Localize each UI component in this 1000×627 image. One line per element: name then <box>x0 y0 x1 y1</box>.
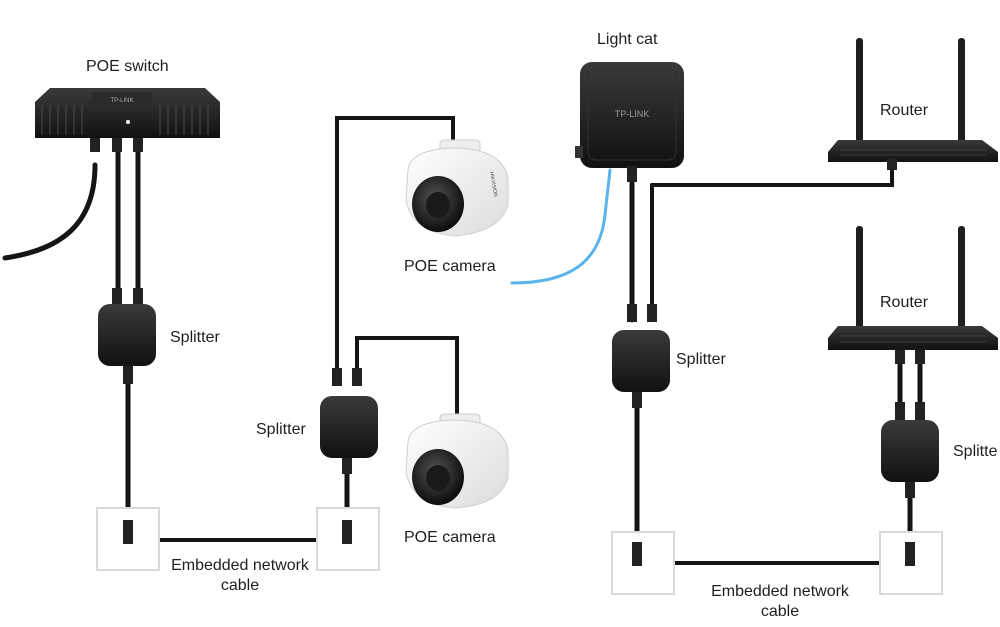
splitter-mid <box>320 368 378 474</box>
label-splitter-left: Splitter <box>170 329 220 346</box>
camera-brand-mark: HIKVISION <box>488 171 498 197</box>
wallplate-right-2 <box>879 531 943 595</box>
label-splitter-far-right: Splitte <box>953 443 998 460</box>
splitter-far-right <box>881 402 939 498</box>
splitter-left <box>98 288 156 384</box>
incoming-cable <box>2 162 98 261</box>
left-cables <box>2 116 459 542</box>
label-router-bottom: Router <box>880 294 929 311</box>
splitter-to-camera1-cable <box>335 116 455 374</box>
wallplate-left-2 <box>316 507 380 571</box>
router-bottom <box>828 226 998 364</box>
label-splitter-right: Splitter <box>676 351 726 368</box>
wallplate-left-1 <box>96 507 160 571</box>
splitter-right <box>612 304 670 408</box>
poe-switch: TP-LINK <box>35 88 220 152</box>
wallplate-right-1 <box>611 531 675 595</box>
modem-brand-mark: TP-LINK <box>615 109 650 119</box>
poe-camera-bottom <box>405 413 509 509</box>
label-embedded-cable-right: Embedded network cable <box>711 583 849 620</box>
fiber-cable <box>510 168 612 285</box>
label-embedded-cable-left: Embedded network cable <box>171 557 309 594</box>
poe-camera-top: HIKVISION <box>405 139 509 237</box>
router-top <box>828 38 998 170</box>
label-poe-camera-top: POE camera <box>404 258 496 275</box>
switch-brand-mark: TP-LINK <box>110 98 133 104</box>
light-cat-modem: TP-LINK <box>575 62 684 182</box>
label-splitter-mid: Splitter <box>256 421 306 438</box>
splitter-to-camera2-cable <box>355 336 459 422</box>
label-poe-switch: POE switch <box>86 58 169 75</box>
splitter-to-router-top-cable <box>650 163 894 187</box>
label-router-top: Router <box>880 102 929 119</box>
label-light-cat: Light cat <box>597 31 658 48</box>
label-poe-camera-bottom: POE camera <box>404 529 496 546</box>
